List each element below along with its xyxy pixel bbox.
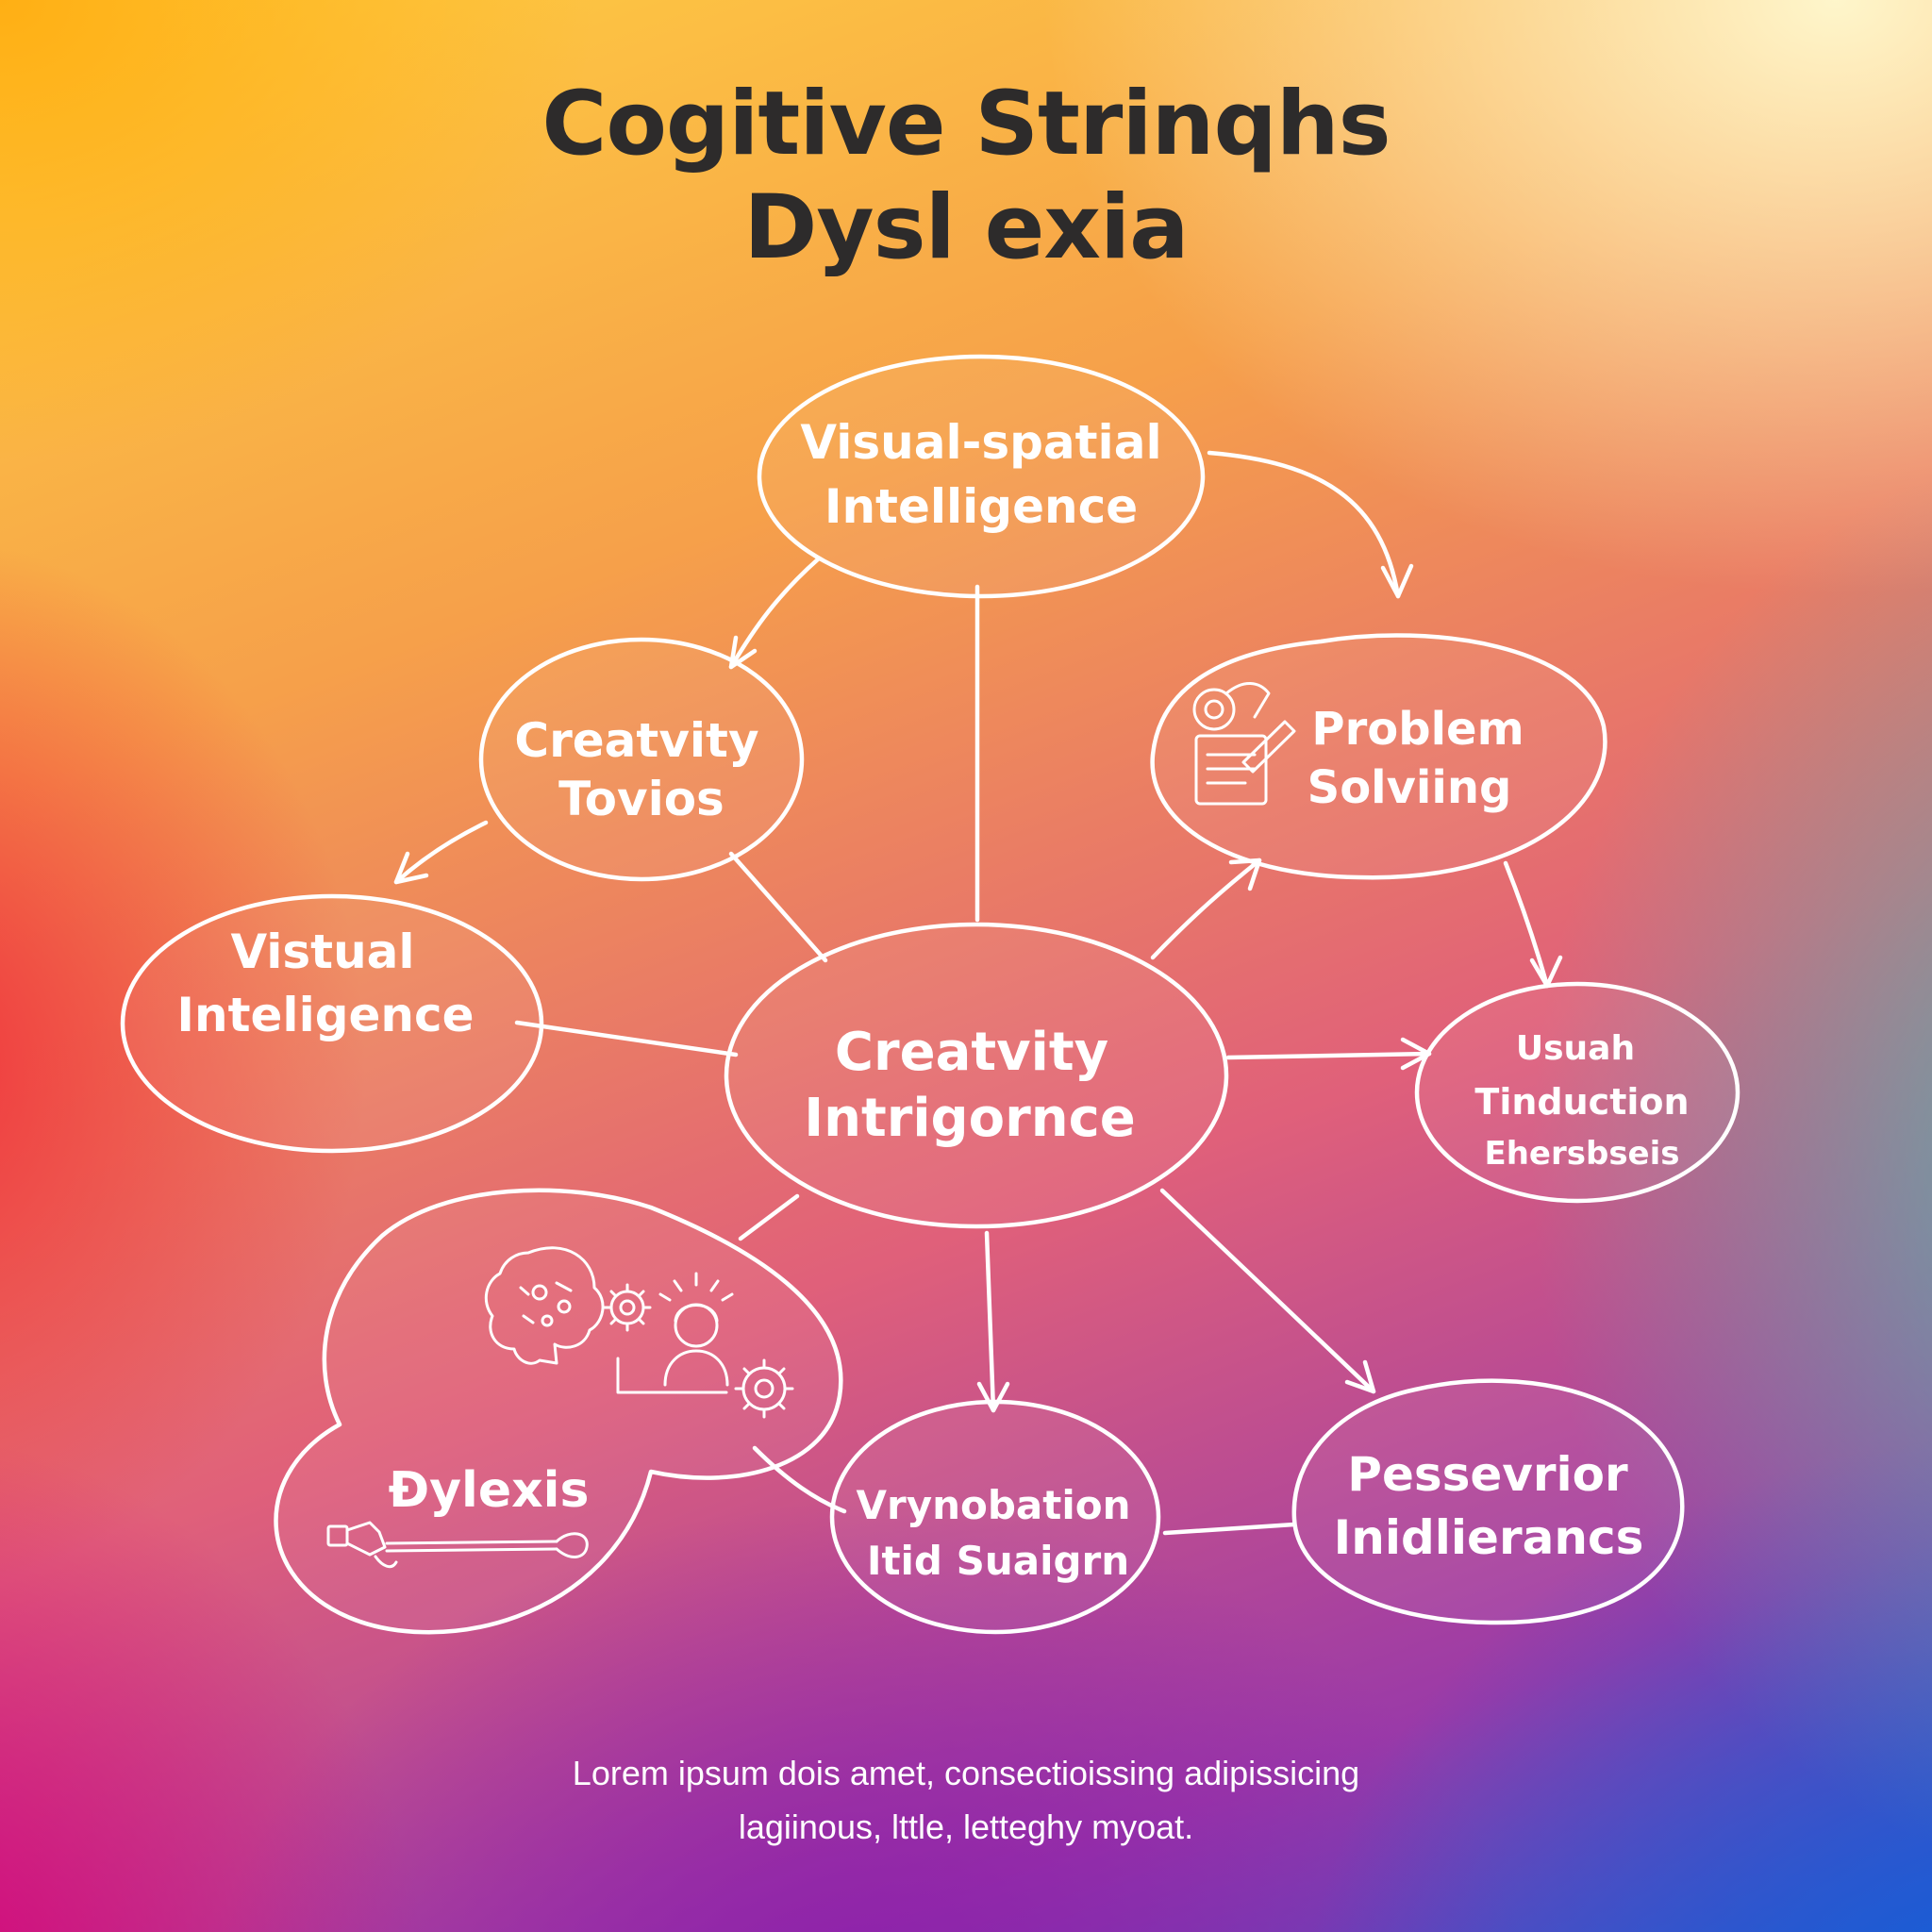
node-vrynobation: Vrynobation Itid Suaigrn [829, 1399, 1161, 1635]
node-shape [1414, 981, 1740, 1204]
node-shape [1291, 1378, 1685, 1625]
node-shape [724, 922, 1229, 1229]
node-label: Creatvity [835, 1022, 1108, 1083]
edge-problem-solving-to-usuah [1503, 860, 1550, 989]
arrowhead [1380, 563, 1414, 599]
edge-visual-spatial-to-creativity-tovios [728, 556, 822, 670]
arrowhead [1529, 955, 1563, 989]
edge-center-to-usuah [1225, 1051, 1432, 1060]
node-pessevrior: Pessevrior Inidlierancs [1291, 1378, 1685, 1625]
gear-icon [734, 1358, 794, 1419]
person-lightbulb-icon [616, 1272, 734, 1394]
node-label: Đylexis [389, 1462, 590, 1519]
node-label: Tovios [558, 772, 724, 826]
edge-vrynobation-to-pessevrior [1162, 1522, 1297, 1536]
node-shape [829, 1399, 1161, 1635]
edge-center-to-problem-solving [1150, 858, 1262, 960]
node-label: Intelligence [824, 479, 1138, 534]
footer-text-line-2: lagiinous, lttle, letteghy myoat. [738, 1807, 1194, 1846]
edge-dyslexia-to-vrynobation [752, 1445, 847, 1514]
arrowhead [728, 635, 758, 670]
node-label: Creatvity [514, 713, 758, 768]
footer-text-line-1: Lorem ipsum dois amet, consectioissing a… [572, 1754, 1360, 1792]
pencil-notepad-icon [1192, 682, 1296, 806]
edge-center-to-vrynobation [984, 1230, 996, 1413]
edge-center-to-pessevrior [1159, 1188, 1376, 1394]
edge-visual-spatial-to-problem-solving [1207, 450, 1401, 599]
node-label: Visual-spatial [800, 415, 1161, 470]
node-center-creativity-intrigornce: Creatvity Intrigornce [724, 922, 1229, 1229]
node-label: Problem [1311, 703, 1524, 756]
edges [393, 450, 1563, 1536]
node-label: Solviing [1307, 761, 1512, 814]
node-shape [120, 893, 544, 1154]
arrowhead [1228, 858, 1262, 891]
node-problem-solving: Problem Solviing [1150, 633, 1607, 880]
node-label: Ehersbseis [1484, 1135, 1679, 1173]
node-label: Inidlierancs [1334, 1510, 1644, 1565]
edge-creativity-tovios-to-center [728, 851, 828, 963]
node-label: Itid Suaigrn [867, 1538, 1129, 1584]
page-title-line-1: Cogitive Strinqhs [541, 73, 1391, 175]
edge-visual-intelligence-to-center [514, 1020, 739, 1058]
node-label: Usuah [1516, 1029, 1635, 1068]
node-label: Inteligence [176, 988, 474, 1042]
node-visual-intelligence: Vistual Inteligence [120, 893, 544, 1154]
hand-pointer-icon [326, 1521, 589, 1569]
node-dyslexia: Đylexis [274, 1188, 843, 1635]
arrowhead [1344, 1359, 1376, 1394]
node-usuah-induction: Usuah Tinduction Ehersbseis [1414, 981, 1740, 1204]
edge-center-to-dyslexia [738, 1193, 800, 1241]
edge-creativity-tovios-to-visual-intelligence [393, 820, 489, 885]
node-shape [274, 1188, 843, 1635]
node-label: Vrynobation [857, 1482, 1131, 1528]
node-label: Intrigornce [804, 1088, 1136, 1149]
node-shape [757, 354, 1206, 599]
node-creativity-tovios: Creatvity Tovios [478, 637, 805, 882]
node-visual-spatial-intelligence: Visual-spatial Intelligence [757, 354, 1206, 599]
node-label: Tinduction [1474, 1081, 1689, 1123]
arrowhead [976, 1381, 1010, 1413]
gear-icon [603, 1283, 652, 1332]
node-label: Vistual [230, 924, 414, 979]
node-shape [478, 637, 805, 882]
page-title-line-2: Dysl exia [743, 176, 1189, 279]
arrowhead [393, 851, 429, 885]
node-label: Pessevrior [1347, 1447, 1628, 1502]
node-shape [1150, 633, 1607, 880]
brain-icon [484, 1246, 605, 1365]
